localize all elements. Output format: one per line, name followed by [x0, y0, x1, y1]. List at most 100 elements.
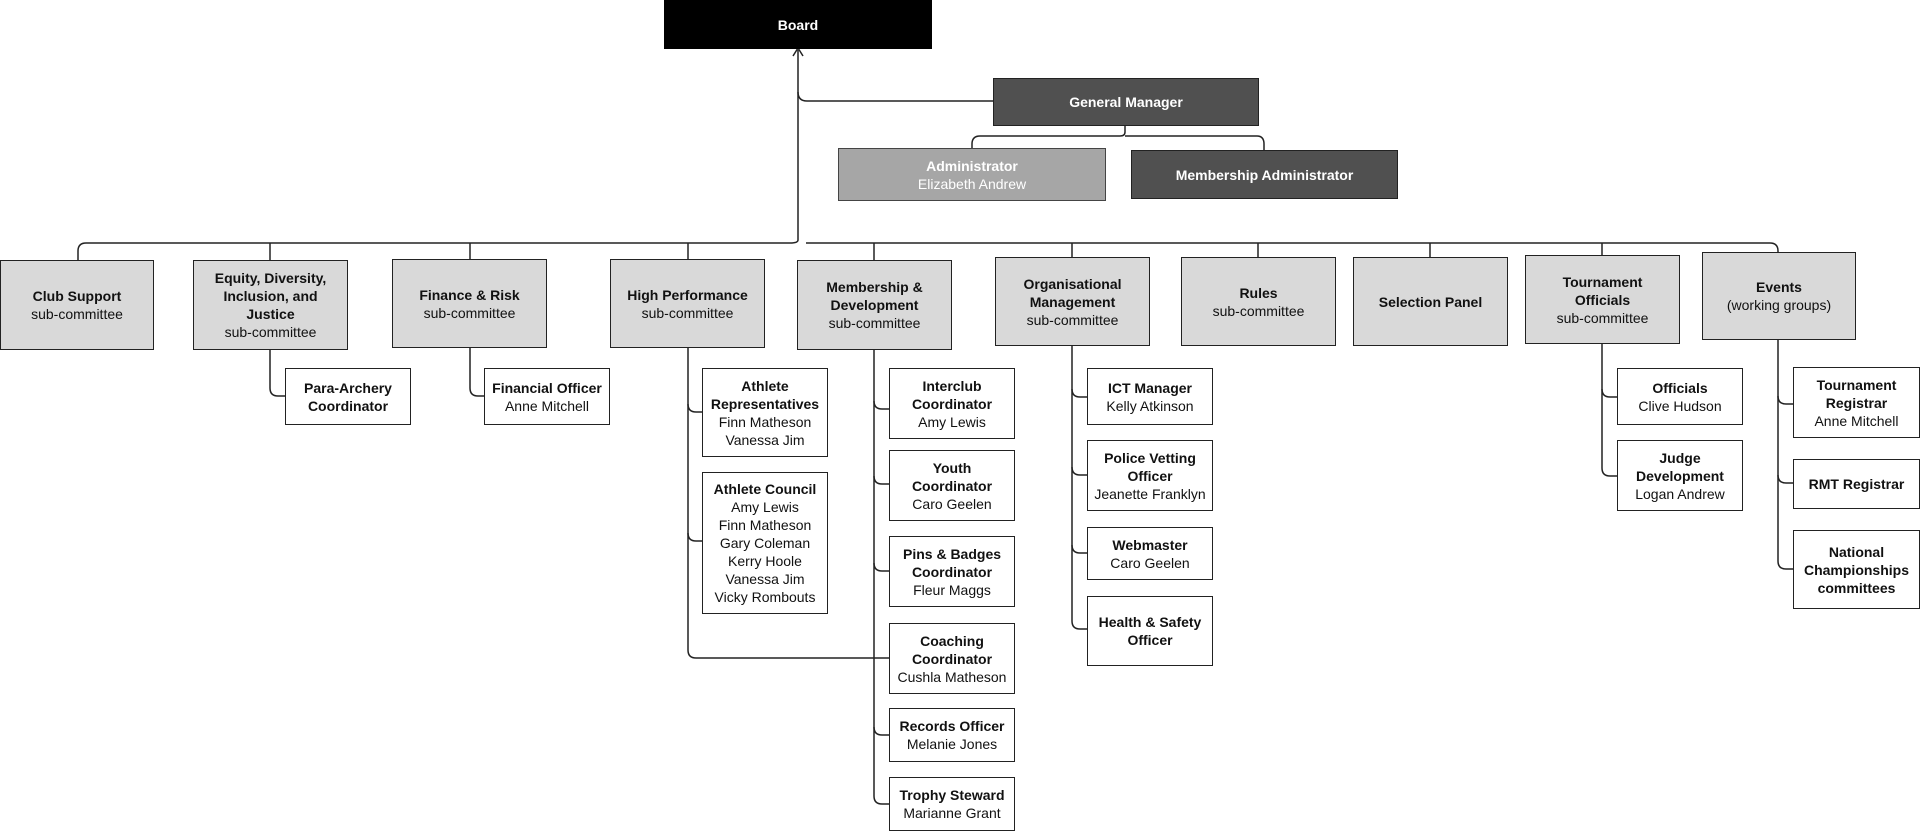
ict-manager-title: ICT Manager [1107, 379, 1192, 396]
rmt-registrar-title: RMT Registrar [1808, 476, 1905, 492]
coaching-coordinator-node: Coaching Coordinator Cushla Matheson [889, 623, 1015, 694]
events-subtitle: (working groups) [1726, 297, 1832, 313]
tournament-registrar-title-2: Registrar [1825, 394, 1888, 411]
rules-title: Rules [1239, 284, 1278, 301]
national-championships-title-3: committees [1817, 579, 1896, 596]
high-performance-node: High Performance sub-committee [610, 259, 765, 348]
athlete-council-name-6: Vicky Rombouts [714, 589, 816, 605]
athlete-council-name-1: Amy Lewis [731, 499, 799, 515]
tournament-officials-subtitle: sub-committee [1556, 309, 1649, 326]
board-node: Board [664, 0, 932, 49]
youth-coordinator-node: Youth Coordinator Caro Geelen [889, 450, 1015, 521]
general-manager-node: General Manager [993, 78, 1259, 126]
officials-title: Officials [1652, 379, 1708, 396]
athlete-council-name-2: Finn Matheson [718, 517, 812, 533]
webmaster-title: Webmaster [1112, 536, 1188, 553]
administrator-title: Administrator [926, 157, 1018, 174]
administrator-name: Elizabeth Andrew [917, 175, 1027, 192]
athlete-representatives-node: Athlete Representatives Finn Matheson Va… [702, 368, 828, 457]
tournament-officials-title-1: Tournament [1562, 273, 1643, 290]
coaching-coordinator-name: Cushla Matheson [897, 668, 1007, 685]
pins-badges-coordinator-node: Pins & Badges Coordinator Fleur Maggs [889, 536, 1015, 607]
tournament-registrar-name: Anne Mitchell [1814, 412, 1899, 429]
pins-badges-coordinator-title-1: Pins & Badges [902, 545, 1002, 562]
selection-panel-title: Selection Panel [1378, 293, 1483, 310]
trophy-steward-title: Trophy Steward [899, 787, 1005, 803]
board-title: Board [777, 16, 819, 33]
police-vetting-officer-title-2: Officer [1127, 467, 1173, 484]
judge-development-name: Logan Andrew [1635, 485, 1725, 502]
athlete-council-title: Athlete Council [713, 481, 817, 497]
officials-name: Clive Hudson [1638, 397, 1722, 414]
interclub-coordinator-title-2: Coordinator [911, 395, 993, 412]
financial-officer-name: Anne Mitchell [504, 397, 590, 414]
membership-administrator-node: Membership Administrator [1131, 150, 1398, 199]
events-node: Events (working groups) [1702, 252, 1856, 340]
trophy-steward-node: Trophy Steward Marianne Grant [889, 777, 1015, 831]
interclub-coordinator-title-1: Interclub [922, 377, 982, 394]
judge-development-title-1: Judge [1659, 449, 1701, 466]
athlete-representatives-name-1: Finn Matheson [718, 413, 812, 430]
athlete-council-name-4: Kerry Hoole [728, 553, 802, 569]
club-support-title: Club Support [32, 288, 122, 304]
rules-node: Rules sub-committee [1181, 257, 1336, 346]
athlete-representatives-title-1: Athlete [741, 377, 789, 394]
organisational-management-title-2: Management [1029, 293, 1116, 310]
club-support-node: Club Support sub-committee [0, 260, 154, 350]
interclub-coordinator-node: Interclub Coordinator Amy Lewis [889, 368, 1015, 439]
coaching-coordinator-title-1: Coaching [920, 632, 984, 649]
athlete-council-node: Athlete Council Amy Lewis Finn Matheson … [702, 472, 828, 614]
membership-development-subtitle: sub-committee [828, 315, 921, 331]
interclub-coordinator-name: Amy Lewis [918, 413, 986, 430]
judge-development-title-2: Development [1636, 467, 1724, 484]
records-officer-name: Melanie Jones [906, 736, 998, 752]
coaching-coordinator-title-2: Coordinator [911, 650, 993, 667]
financial-officer-title: Financial Officer [492, 379, 602, 396]
finance-subtitle: sub-committee [423, 304, 516, 321]
youth-coordinator-name: Caro Geelen [912, 495, 992, 512]
health-safety-officer-title-2: Officer [1127, 632, 1173, 648]
police-vetting-officer-title-1: Police Vetting [1104, 449, 1196, 466]
athlete-representatives-name-2: Vanessa Jim [725, 431, 805, 448]
para-archery-title-2: Coordinator [307, 397, 389, 414]
trophy-steward-name: Marianne Grant [903, 805, 1001, 821]
para-archery-node: Para-Archery Coordinator [285, 368, 411, 425]
equity-title-1: Equity, Diversity, [214, 270, 327, 286]
athlete-council-name-3: Gary Coleman [719, 535, 811, 551]
membership-development-node: Membership & Development sub-committee [797, 260, 952, 350]
equity-title-3: Justice [246, 306, 295, 322]
national-championships-title-2: Championships [1803, 561, 1909, 578]
national-championships-node: National Championships committees [1793, 530, 1920, 609]
records-officer-node: Records Officer Melanie Jones [889, 708, 1015, 762]
selection-panel-node: Selection Panel [1353, 257, 1508, 346]
equity-subtitle: sub-committee [224, 324, 317, 340]
general-manager-title: General Manager [1069, 94, 1183, 110]
membership-development-title-2: Development [830, 297, 919, 313]
financial-officer-node: Financial Officer Anne Mitchell [484, 368, 610, 425]
youth-coordinator-title-1: Youth [932, 459, 972, 476]
rmt-registrar-node: RMT Registrar [1793, 459, 1920, 509]
police-vetting-officer-node: Police Vetting Officer Jeanette Franklyn [1087, 440, 1213, 511]
tournament-registrar-title-1: Tournament [1816, 376, 1897, 393]
equity-title-2: Inclusion, and [223, 288, 318, 304]
records-officer-title: Records Officer [899, 718, 1005, 734]
events-title: Events [1756, 279, 1802, 295]
athlete-council-name-5: Vanessa Jim [725, 571, 805, 587]
para-archery-title-1: Para-Archery [304, 379, 392, 396]
rules-subtitle: sub-committee [1212, 302, 1305, 319]
high-performance-title: High Performance [627, 286, 748, 303]
ict-manager-node: ICT Manager Kelly Atkinson [1087, 368, 1213, 425]
finance-node: Finance & Risk sub-committee [392, 259, 547, 348]
organisational-management-title-1: Organisational [1023, 275, 1122, 292]
organisational-management-node: Organisational Management sub-committee [995, 257, 1150, 346]
tournament-registrar-node: Tournament Registrar Anne Mitchell [1793, 367, 1920, 438]
organisational-management-subtitle: sub-committee [1026, 311, 1119, 328]
membership-development-title-1: Membership & [826, 279, 923, 295]
administrator-node: Administrator Elizabeth Andrew [838, 148, 1106, 201]
membership-administrator-title: Membership Administrator [1175, 166, 1354, 183]
tournament-officials-node: Tournament Officials sub-committee [1525, 255, 1680, 344]
ict-manager-name: Kelly Atkinson [1106, 397, 1194, 414]
health-safety-officer-title-1: Health & Safety [1098, 614, 1202, 630]
youth-coordinator-title-2: Coordinator [911, 477, 993, 494]
